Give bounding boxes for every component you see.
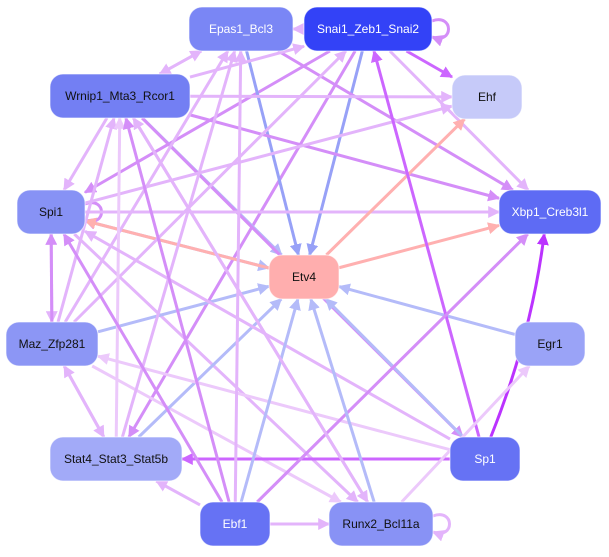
edge-stat4-to-maz <box>62 364 106 438</box>
node-label: Stat4_Stat3_Stat5b <box>64 452 168 466</box>
edge-snai1-to-stat4 <box>127 50 357 439</box>
edge-wrnip1-to-epas1 <box>159 49 203 76</box>
node-box <box>5 321 99 367</box>
node-label: Ebf1 <box>223 517 248 531</box>
edge-snai1-to-snai1 <box>430 18 450 47</box>
edge-maz-to-etv4 <box>97 283 271 334</box>
edge-etv4-to-ehf <box>325 117 466 257</box>
node-label: Sp1 <box>474 452 496 466</box>
node-runx2[interactable]: Runx2_Bcl11a <box>328 501 434 547</box>
edge-snai1-to-ehf <box>405 49 454 79</box>
node-label: Maz_Zfp281 <box>19 337 86 351</box>
node-label: Xbp1_Creb3l1 <box>512 205 589 219</box>
edge-snai1-to-spi1 <box>83 49 331 194</box>
edge-wrnip1-to-ehf <box>189 90 454 103</box>
edge-snai1-to-xbp1 <box>388 49 530 192</box>
node-box <box>514 321 586 367</box>
node-wrnip1[interactable]: Wrnip1_Mta3_Rcor1 <box>49 73 191 119</box>
node-label: Ehf <box>478 90 497 104</box>
node-label: Egr1 <box>537 337 563 351</box>
edge-runx2-to-egr1 <box>400 364 531 504</box>
edge-wrnip1-to-spi1 <box>62 117 109 192</box>
node-label: Etv4 <box>292 270 316 284</box>
node-box <box>328 501 434 547</box>
node-snai1[interactable]: Snai1_Zeb1_Snai2 <box>303 6 433 52</box>
node-epas1[interactable]: Epas1_Bcl3 <box>188 6 294 52</box>
node-box <box>303 6 433 52</box>
node-label: Snai1_Zeb1_Snai2 <box>317 22 419 36</box>
edge-stat4-to-etv4 <box>137 297 283 439</box>
edge-wrnip1-to-xbp1 <box>189 113 501 202</box>
edge-maz-to-spi1 <box>45 232 58 323</box>
node-label: Spi1 <box>39 205 63 219</box>
edge-sp1-to-maz <box>96 353 451 452</box>
edge-runx2-to-wrnip1 <box>132 116 369 503</box>
edge-ebf1-to-xbp1 <box>256 232 529 504</box>
node-box <box>49 436 183 482</box>
edge-spi1-to-runx2 <box>73 232 359 504</box>
edge-ebf1-to-wrnip1 <box>122 116 231 503</box>
node-box <box>268 254 340 300</box>
edge-ebf1-to-etv4 <box>239 297 301 503</box>
node-box <box>16 189 86 235</box>
node-sp1[interactable]: Sp1 <box>449 436 521 482</box>
edge-maz-to-wrnip1 <box>56 116 117 323</box>
edge-sp1-to-snai1 <box>371 49 481 438</box>
edge-wrnip1-to-snai1 <box>189 43 306 79</box>
node-box <box>199 501 271 547</box>
node-spi1[interactable]: Spi1 <box>16 189 86 235</box>
edge-ebf1-to-spi1 <box>62 232 224 503</box>
edge-stat4-to-epas1 <box>120 49 238 438</box>
edge-stat4-to-wrnip1 <box>113 116 126 438</box>
node-stat4[interactable]: Stat4_Stat3_Stat5b <box>49 436 183 482</box>
edge-ebf1-to-stat4 <box>155 479 201 507</box>
edge-ebf1-to-epas1 <box>233 49 247 503</box>
edge-maz-to-epas1 <box>63 49 230 323</box>
node-xbp1[interactable]: Xbp1_Creb3l1 <box>498 189 602 235</box>
node-label: Epas1_Bcl3 <box>209 22 273 36</box>
node-ehf[interactable]: Ehf <box>451 74 523 120</box>
node-ebf1[interactable]: Ebf1 <box>199 501 271 547</box>
edge-runx2-to-etv4 <box>308 297 376 503</box>
edge-etv4-to-xbp1 <box>338 222 501 270</box>
node-box <box>449 436 521 482</box>
node-label: Wrnip1_Mta3_Rcor1 <box>65 89 175 103</box>
node-etv4[interactable]: Etv4 <box>268 254 340 300</box>
node-egr1[interactable]: Egr1 <box>514 321 586 367</box>
edge-spi1-to-ehf <box>84 103 454 205</box>
node-box <box>498 189 602 235</box>
node-box <box>188 6 294 52</box>
edge-runx2-to-runx2 <box>431 513 451 542</box>
node-box <box>451 74 523 120</box>
edge-egr1-to-etv4 <box>337 283 516 336</box>
edge-maz-to-runx2 <box>91 364 342 504</box>
node-label: Runx2_Bcl11a <box>342 517 419 531</box>
node-maz[interactable]: Maz_Zfp281 <box>5 321 99 367</box>
node-box <box>49 73 191 119</box>
